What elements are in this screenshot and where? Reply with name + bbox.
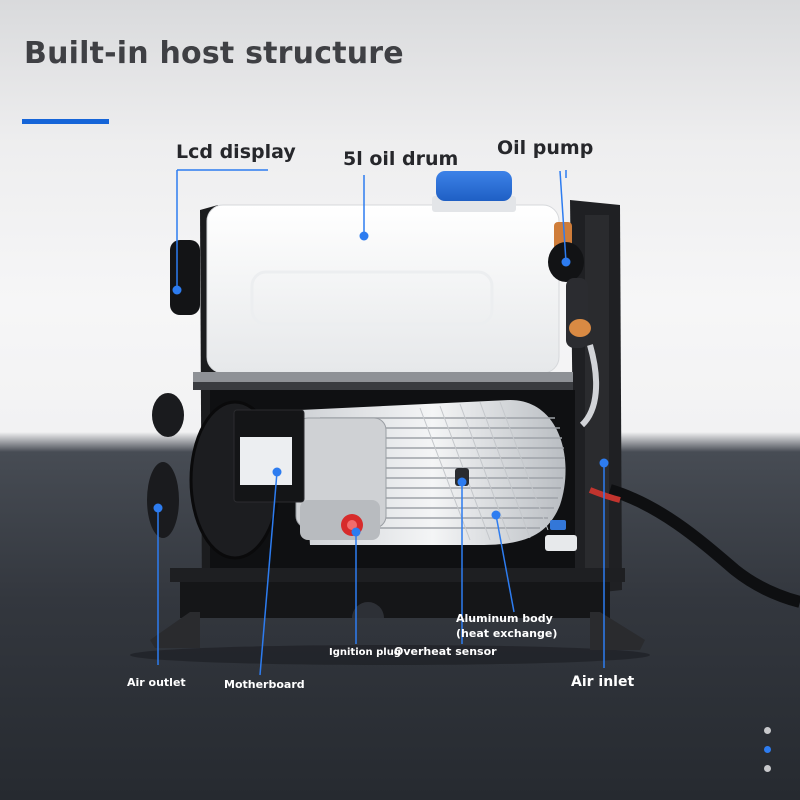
label-lcd-display: Lcd display — [176, 141, 296, 163]
label-aluminum-body: Aluminum body (heat exchange) — [456, 612, 558, 640]
oil-drum-cap — [436, 171, 512, 201]
motherboard-label — [240, 437, 292, 485]
machine-shadow — [130, 645, 650, 665]
oil-pump-body — [566, 278, 588, 348]
carousel-dot-1[interactable] — [764, 727, 771, 734]
ignition-plug-highlight — [347, 520, 357, 530]
oil-drum-embossing — [250, 270, 494, 326]
drum-tray — [193, 372, 573, 382]
pointer-dots — [153, 231, 609, 537]
label-ignition-plug: Ignition plug — [329, 647, 401, 658]
left-foot — [150, 612, 200, 648]
page-title: Built-in host structure — [24, 36, 404, 71]
label-motherboard: Motherboard — [224, 678, 305, 691]
base-top-rail — [170, 568, 625, 582]
carousel-dot-3[interactable] — [764, 765, 771, 772]
right-foot — [590, 612, 645, 650]
oil-pump-ring — [569, 319, 591, 337]
label-oil-pump: Oil pump — [497, 137, 594, 159]
connector-blue — [550, 520, 566, 530]
fuel-line — [579, 344, 600, 428]
lcd-display-housing — [170, 240, 200, 315]
base-cutout — [352, 602, 384, 618]
motor-base — [300, 500, 380, 540]
title-underline — [22, 119, 109, 124]
carousel-dot-2[interactable] — [764, 746, 771, 753]
carousel-indicator — [761, 724, 773, 780]
label-overheat-sensor: Overheat sensor — [394, 645, 497, 658]
outlet-pipe-upper — [152, 393, 184, 437]
label-air-inlet: Air inlet — [571, 674, 635, 690]
base-body — [180, 582, 610, 618]
drum-tray-edge — [193, 382, 573, 390]
oil-drum — [206, 204, 560, 374]
connector-white — [545, 535, 577, 551]
pointer-lines — [157, 169, 605, 676]
outlet-pipe-lower — [147, 462, 179, 538]
label-air-outlet: Air outlet — [127, 676, 186, 689]
power-cable — [608, 484, 800, 608]
label-oil-drum: 5l oil drum — [343, 148, 459, 170]
